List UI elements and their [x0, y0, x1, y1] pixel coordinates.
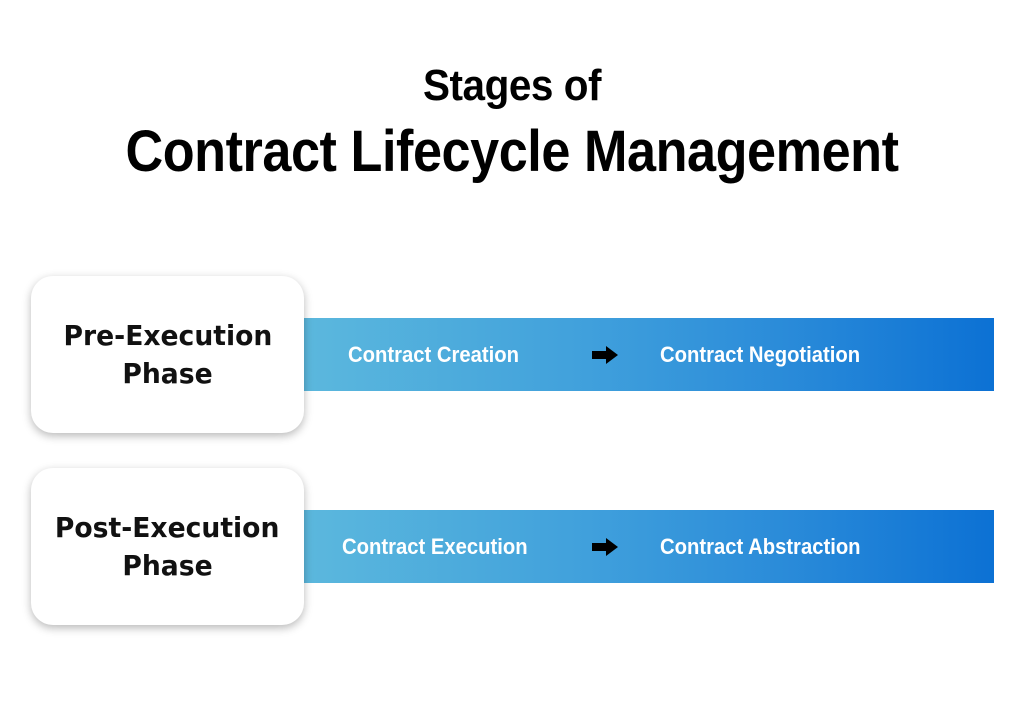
title-line-1: Stages of	[422, 61, 602, 110]
stage-contract-abstraction: Contract Abstraction	[660, 533, 861, 559]
title-line-2: Contract Lifecycle Management	[125, 119, 899, 184]
phase-subtitle: Phase	[122, 548, 213, 582]
phase-card-post-execution: Post-Execution Phase	[31, 468, 304, 625]
stage-contract-creation: Contract Creation	[348, 341, 519, 367]
diagram-title: Stages of Contract Lifecycle Management	[0, 58, 1024, 188]
phase-title: Pre-Execution	[63, 318, 272, 352]
phase-subtitle: Phase	[122, 356, 213, 390]
stage-band: Contract Execution Contract Abstraction	[300, 510, 994, 583]
right-arrow-icon	[592, 346, 618, 364]
stage-contract-negotiation: Contract Negotiation	[660, 341, 861, 367]
phase-title: Post-Execution	[55, 510, 280, 544]
right-arrow-icon	[592, 538, 618, 556]
phase-card-pre-execution: Pre-Execution Phase	[31, 276, 304, 433]
stage-band: Contract Creation Contract Negotiation	[300, 318, 994, 391]
stage-contract-execution: Contract Execution	[342, 533, 528, 559]
